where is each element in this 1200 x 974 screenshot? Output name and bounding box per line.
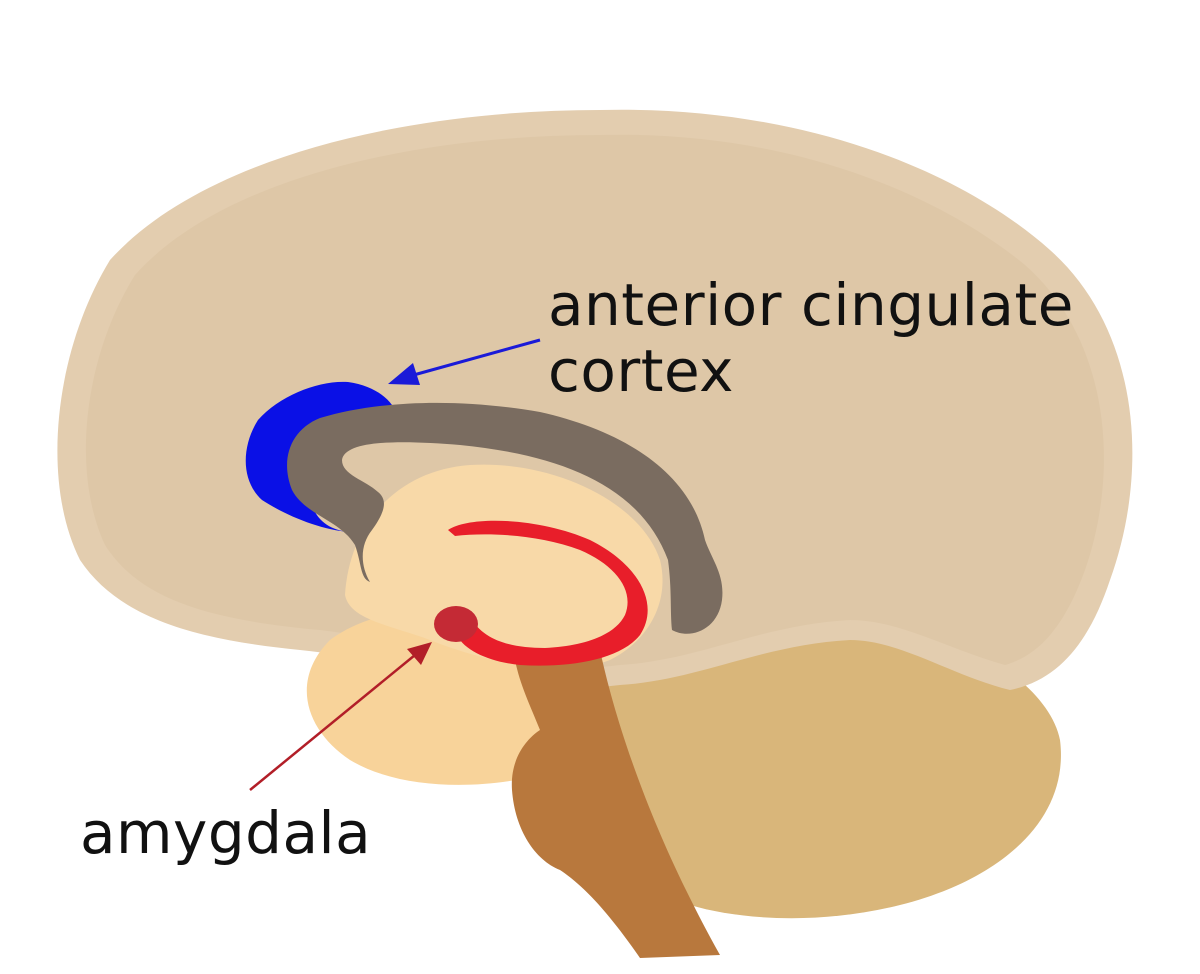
acc-label-line1: anterior cingulate [548, 271, 1074, 339]
acc-label-line2: cortex [548, 337, 734, 405]
thalamus-region [345, 464, 663, 669]
amygdala-label: amygdala [80, 799, 372, 867]
cerebellum [600, 614, 1061, 919]
amygdala-arrow-line [249, 654, 416, 791]
corpus-callosum [287, 402, 723, 634]
cerebrum-inner [85, 134, 1104, 669]
brainstem [511, 650, 720, 958]
amygdala [434, 606, 478, 642]
amygdala-arrow-head [407, 642, 432, 665]
anterior-cingulate-cortex-label: anterior cingulate cortex [548, 272, 1074, 404]
acc-arrow-line [409, 338, 541, 378]
acc-arrow-head [388, 363, 420, 385]
hippocampus [448, 520, 648, 666]
